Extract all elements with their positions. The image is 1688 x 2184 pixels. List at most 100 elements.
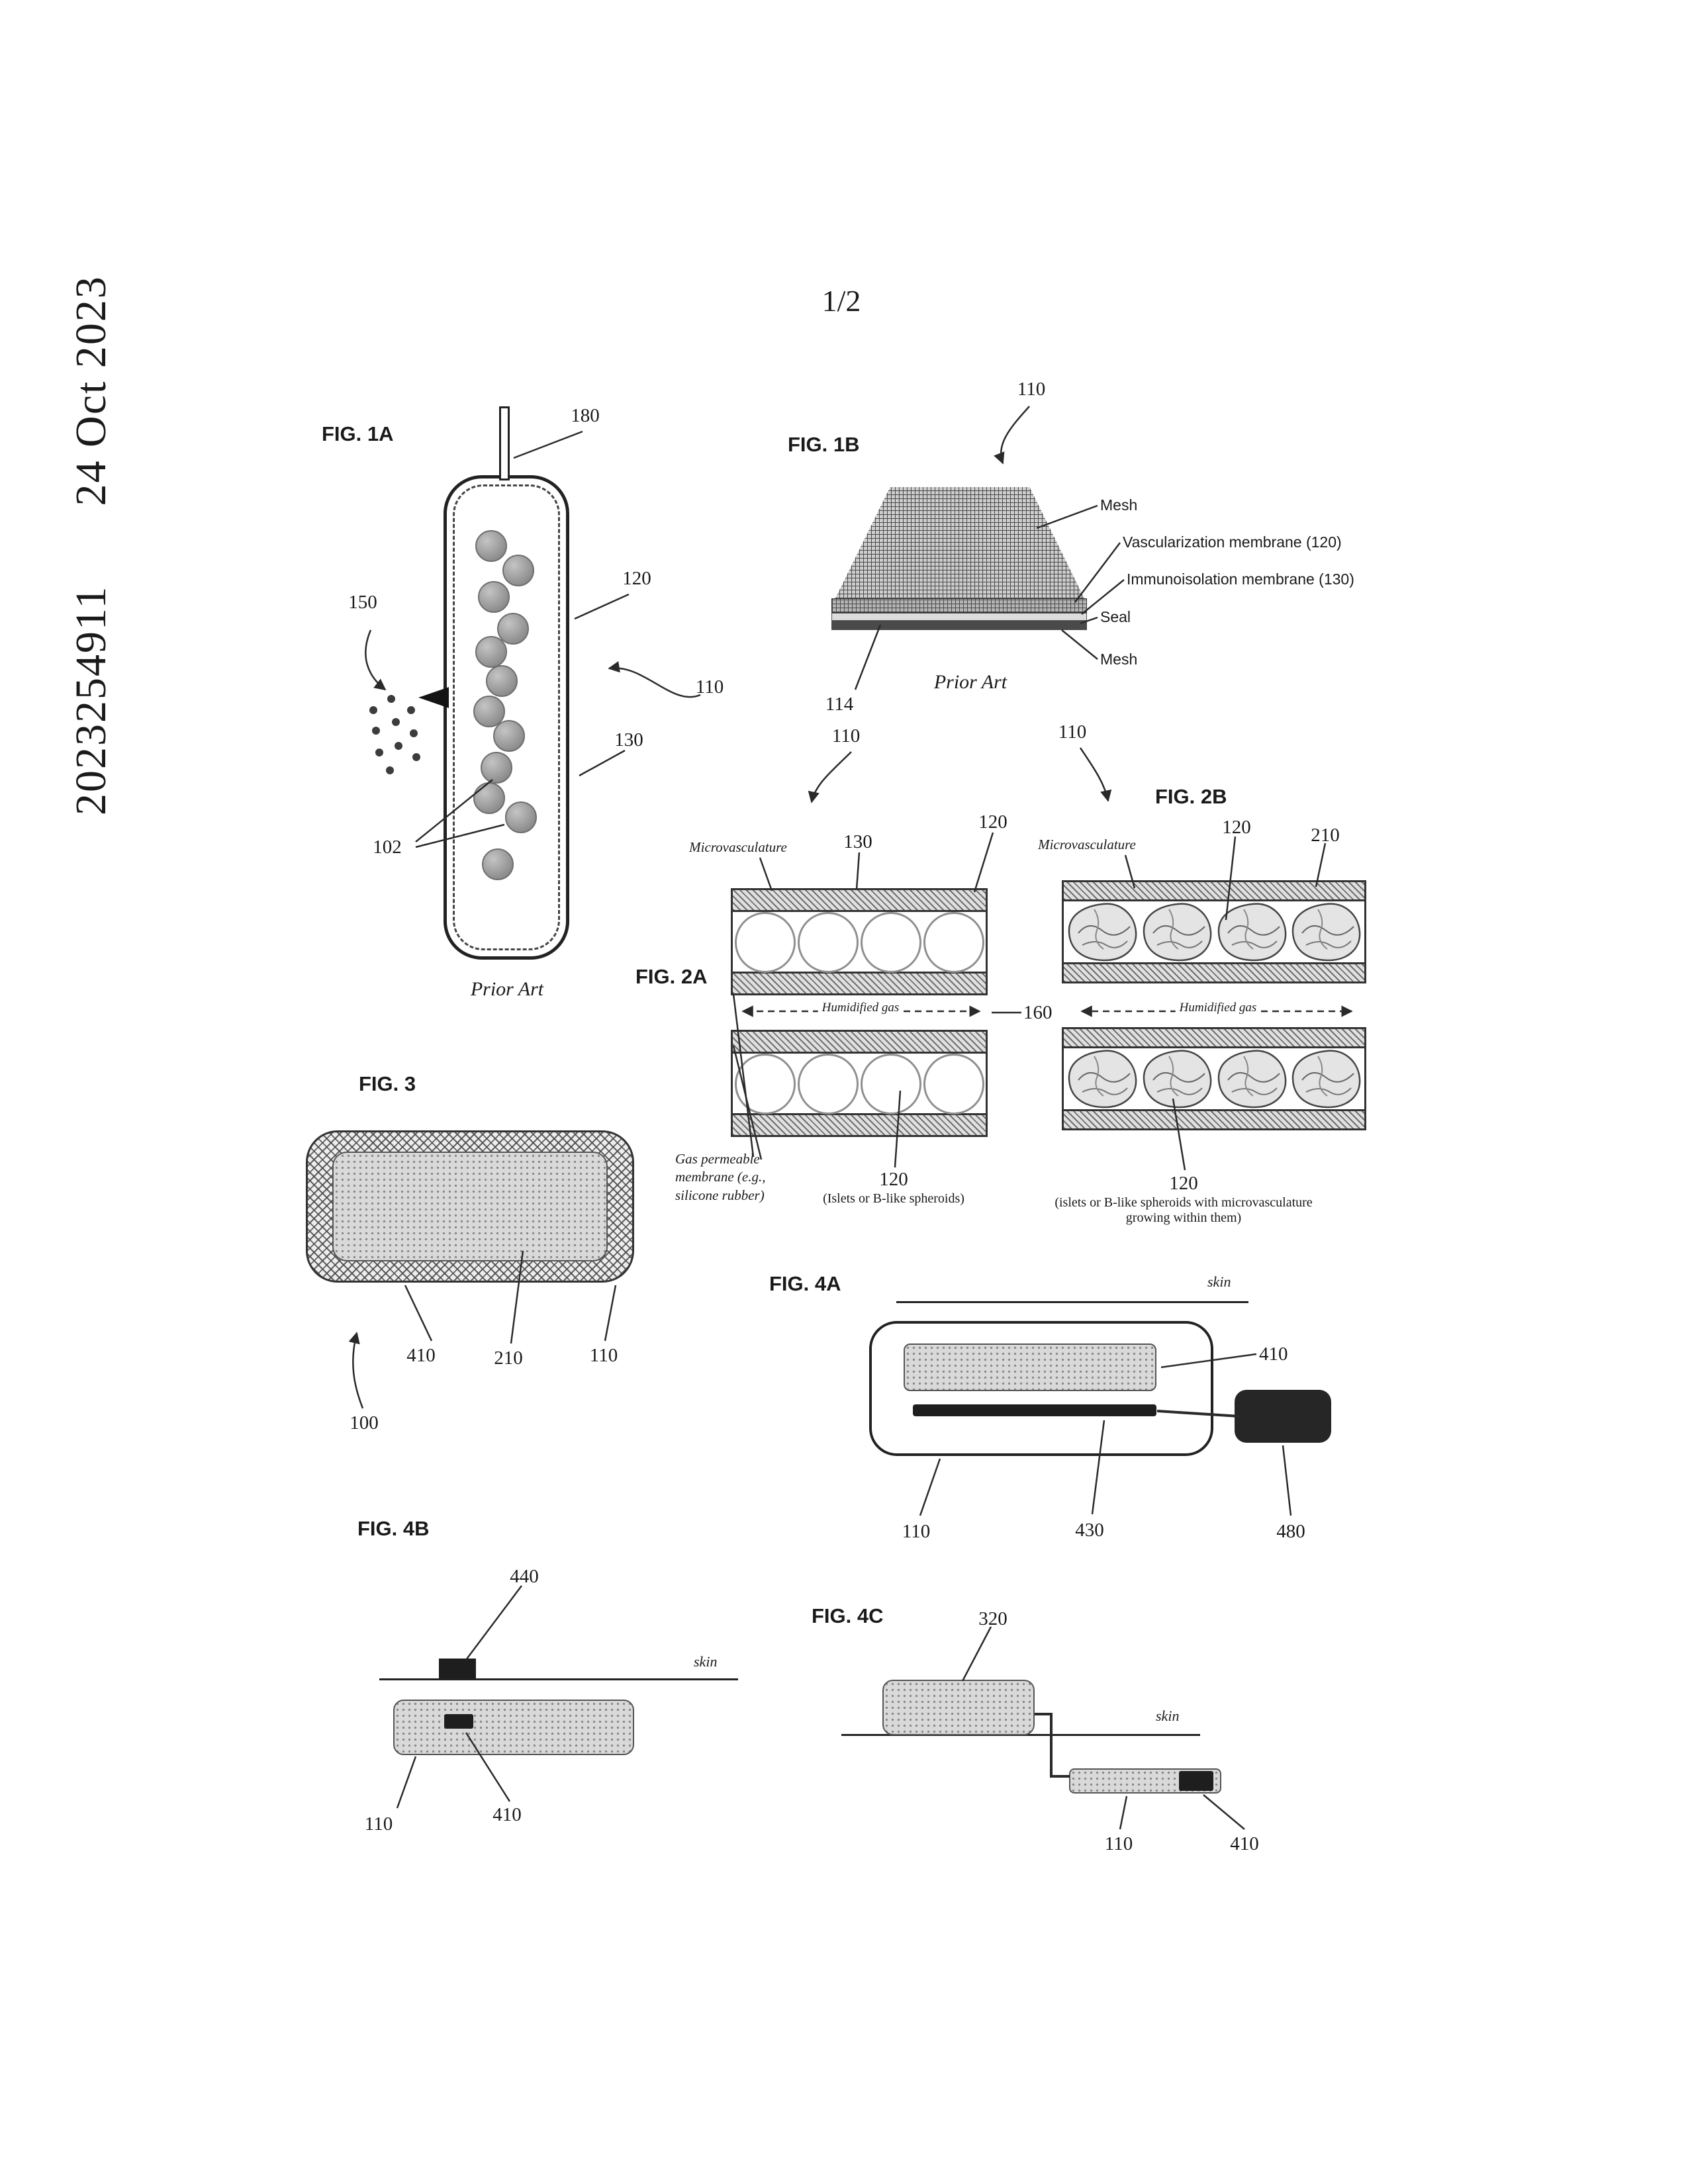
fig4b-skin-label: skin	[694, 1653, 718, 1670]
fig1b-membrane-layers	[831, 613, 1087, 621]
fig3-device-inner-chamber	[332, 1152, 608, 1261]
fig4a-skin-label: skin	[1207, 1273, 1231, 1290]
fig1b-ref-110: 110	[1017, 379, 1046, 400]
fig4b-ref-440: 440	[510, 1566, 539, 1587]
released-cell-dot	[392, 718, 400, 726]
fig4a-cell-module-410	[904, 1343, 1156, 1391]
fig2b-humidified-gas-label: Humidified gas	[1175, 1001, 1261, 1015]
leader-440	[465, 1585, 522, 1661]
fig2b-ref-210: 210	[1311, 825, 1340, 846]
islet-cell	[486, 665, 518, 697]
fig2a-membrane-note: Gas permeable membrane (e.g., silicone r…	[675, 1151, 766, 1203]
fig1a-capsule-inner-membrane	[453, 484, 560, 950]
vascularized-islet	[1291, 1050, 1361, 1109]
curved-arrow-110-2a	[808, 751, 852, 803]
fig1b-title: FIG. 1B	[788, 433, 860, 456]
fig4c-title: FIG. 4C	[812, 1604, 884, 1627]
leader-120-1a	[574, 593, 630, 620]
membrane-strip-top	[1064, 1029, 1364, 1048]
islet-cell	[473, 782, 505, 814]
fig4c-port-410	[1179, 1771, 1213, 1791]
released-cell-dot	[375, 749, 383, 756]
leader-120-top-2a	[973, 832, 994, 893]
fig1a-ref-110: 110	[695, 676, 724, 698]
leader-320	[961, 1626, 992, 1682]
fig2b-device-section-bottom	[1062, 1027, 1366, 1130]
fig1b-seal-layer	[831, 621, 1087, 630]
fig4b-implant-device	[393, 1700, 634, 1755]
fig2a-device-section-top	[731, 888, 988, 995]
leader-110-f3	[604, 1285, 617, 1342]
fig1a-prior-art-caption: Prior Art	[470, 978, 544, 1000]
curved-arrow-110-1a	[608, 660, 701, 698]
released-cell-dot	[386, 766, 394, 774]
fig1b-callout-seal: Seal	[1100, 608, 1131, 625]
islet-cell	[497, 613, 529, 645]
released-cell-dot	[369, 706, 377, 714]
islet-cell	[478, 581, 510, 613]
fig1b-prior-art-caption: Prior Art	[933, 671, 1008, 693]
fig1a-title: FIG. 1A	[322, 422, 394, 445]
islet-cell	[475, 530, 507, 562]
released-cell-dot	[372, 727, 380, 735]
fig4b-external-connector-440	[439, 1659, 476, 1678]
released-cell-dot	[412, 753, 420, 761]
islet-cell	[482, 848, 514, 880]
fig1b-callout-immunoisolation: Immunoisolation membrane (130)	[1127, 570, 1354, 588]
fig1b-callout-mesh-top: Mesh	[1100, 496, 1138, 514]
fig1b-mesh-dome	[835, 487, 1084, 598]
islet-spheroid	[798, 912, 859, 973]
fig2a-ref-130: 130	[843, 831, 872, 852]
fig4a-gas-channel-430	[913, 1404, 1156, 1416]
released-cell-dot	[407, 706, 415, 714]
membrane-strip-bottom	[733, 972, 986, 993]
publication-date: 24 Oct 2023	[67, 275, 115, 506]
fig2a-device-section-bottom	[731, 1030, 988, 1137]
fig3-ref-100: 100	[350, 1412, 379, 1433]
islet-spheroid	[735, 1054, 796, 1115]
curved-arrow-150	[365, 629, 387, 691]
fig2b-ref-120-bottom: 120	[1169, 1173, 1198, 1194]
membrane-strip-bottom	[733, 1113, 986, 1135]
fig1a-release-wedge	[418, 687, 449, 708]
fig3-ref-410: 410	[406, 1345, 436, 1366]
leader-110-4a	[919, 1458, 941, 1516]
curved-arrow-110-1b	[994, 406, 1030, 465]
fig4b-ref-410: 410	[492, 1804, 522, 1825]
leader-mesh-bottom	[1061, 629, 1098, 660]
fig4b-title: FIG. 4B	[357, 1517, 430, 1540]
vascularized-islet	[1217, 903, 1287, 962]
fig4c-skin-label: skin	[1156, 1707, 1180, 1724]
islet-spheroid	[861, 912, 921, 973]
fig4b-skin-line	[379, 1678, 738, 1680]
leader-microvasculature-2a	[759, 857, 773, 891]
islet-spheroid	[735, 912, 796, 973]
fig2a-humidified-gas-label: Humidified gas	[818, 1001, 904, 1015]
fig4b-internal-port-410	[444, 1714, 473, 1729]
membrane-strip-top	[733, 890, 986, 912]
application-number: 2023254911	[67, 585, 115, 815]
leader-110-4b	[396, 1756, 417, 1809]
islet-spheroid	[923, 912, 984, 973]
leader-180	[513, 430, 583, 459]
vascularized-islet	[1143, 903, 1212, 962]
fig4c-external-unit-320	[882, 1680, 1035, 1735]
fig4a-external-unit-480	[1235, 1390, 1331, 1443]
fig1a-ref-150: 150	[348, 592, 377, 613]
curved-arrow-110-2b	[1079, 747, 1112, 802]
islet-spheroid	[798, 1054, 859, 1115]
fig4a-title: FIG. 4A	[769, 1272, 841, 1295]
fig2a-ref-120-bottom: 120	[879, 1169, 908, 1190]
fig3-title: FIG. 3	[359, 1072, 416, 1095]
fig2a-islets-note: (Islets or B-like spheroids)	[823, 1191, 964, 1206]
sidebar-rotated-text: 2023254911 24 Oct 2023	[66, 275, 117, 815]
islet-cell	[505, 801, 537, 833]
fig4a-ref-110: 110	[902, 1521, 931, 1542]
fig1b-mesh-layer	[831, 598, 1087, 613]
membrane-strip-top	[1064, 882, 1364, 901]
sheet-number: 1/2	[821, 284, 861, 318]
fig1a-ref-130: 130	[614, 729, 643, 751]
fig2a-ref-110: 110	[831, 725, 861, 747]
islet-spheroid	[923, 1054, 984, 1115]
fig1b-callout-vascularization: Vascularization membrane (120)	[1123, 533, 1342, 551]
